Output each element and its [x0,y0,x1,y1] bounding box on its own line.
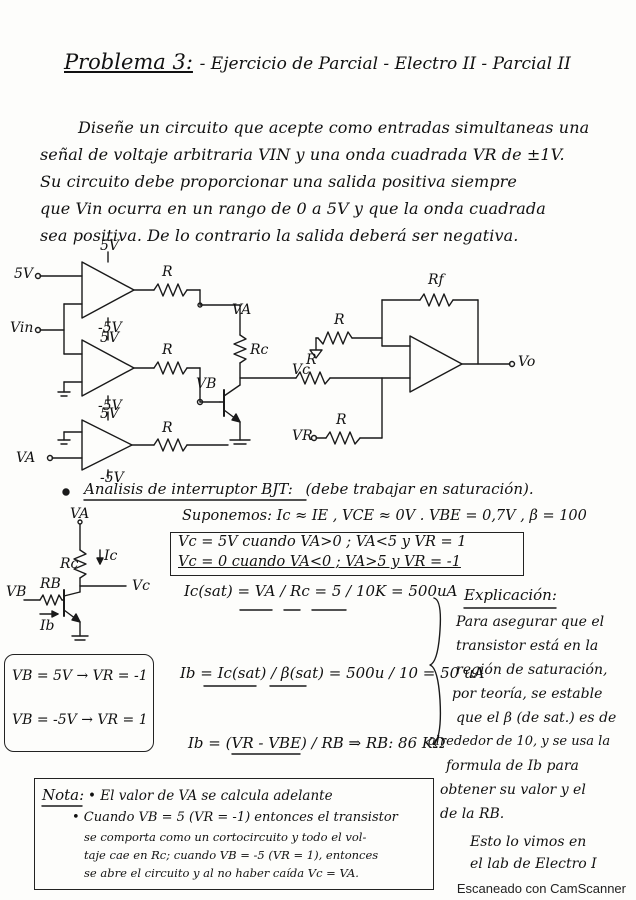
bjt-label-ib: Ib [40,618,55,634]
conditions-box [170,532,524,576]
resistor-rf [419,293,454,307]
explicacion-line: por teoría, se estable [452,686,603,702]
statement-line-4: que Vin ocurra en un rango de 0 a 5V y q… [40,199,546,218]
resistor-r2 [153,361,188,375]
statement-line-1: Diseñe un circuito que acepte como entra… [78,118,590,137]
explicacion-line: formula de Ib para [446,758,579,774]
label-sat-bot-2: -5V [98,398,122,414]
nota-line: • El valor de VA se calcula adelante [88,788,333,804]
bjt-label-ic: Ic [104,548,118,564]
label-r3: R [162,420,173,436]
label-r2: R [162,342,173,358]
explicacion-line: obtener su valor y el [440,782,586,798]
nota-label: Nota: [42,786,85,804]
page-title: Problema 3: - Ejercicio de Parcial - Ele… [64,50,571,74]
explicacion-line: el lab de Electro I [470,856,597,872]
equation-ib: Ib = Ic(sat) / β(sat) = 500u / 10 = 50 u… [180,664,485,682]
analysis-heading-text: Analisis de interruptor BJT: [84,480,293,498]
resistor-r3 [153,438,188,452]
vb-cases-box [4,654,154,752]
vb-case-2: VB = -5V → VR = 1 [12,712,148,728]
analysis-heading-note: (debe trabajar en saturación). [305,480,534,498]
label-sat-top-3-text: 5V [100,406,120,422]
vb-case-1: VB = 5V → VR = -1 [12,668,148,684]
label-sat-bot-3: -5V [100,470,124,486]
bjt-label-vb: VB [6,584,27,600]
label-va-node-text: VA [232,302,252,318]
title-text: Problema 3: [64,50,193,74]
suponemos-line: Suponemos: Ic ≈ IE , VCE ≈ 0V . VBE = 0,… [182,508,587,524]
scanner-watermark: Escaneado con CamScanner [456,881,626,896]
nota-line: taje cae en Rc; cuando VB = -5 (VR = 1),… [84,848,379,862]
opamp-2 [81,339,135,397]
label-vin: Vin [10,320,34,336]
label-rb: R [336,412,347,428]
condition-2: Vc = 0 cuando VA<0 ; VA>5 y VR = -1 [178,554,461,570]
explicacion-heading: Explicación: [464,586,557,604]
explicacion-line: alrededor de 10, y se usa la [428,734,611,749]
label-vb: VB [196,376,217,392]
label-5v-input: 5V [14,266,34,282]
label-vo: Vo [518,354,536,370]
condition-1: Vc = 5V cuando VA>0 ; VA<5 y VR = 1 [178,534,467,550]
explicacion-line: de la RB. [440,806,505,822]
analysis-heading: Analisis de interruptor BJT: (debe traba… [84,480,534,498]
label-va-input: VA [16,450,36,466]
bjt-label-rb: RB [40,576,61,592]
explicacion-line: región de saturación, [456,662,608,678]
label-rf: Rf [428,272,444,288]
resistor-r1 [153,283,188,297]
label-rc: Rc [250,342,269,358]
label-vr: VR [292,428,313,444]
explicacion-line: Para asegurar que el [456,614,605,630]
explicacion-line: transistor está en la [456,638,599,654]
statement-line-2: señal de voltaje arbitraria VIN y una on… [40,145,565,164]
equation-rb: Ib = (VR - VBE) / RB ⇒ RB: 86 KΩ [188,734,446,752]
subtitle-text: - Ejercicio de Parcial - Electro II - Pa… [199,54,571,74]
resistor-rb [325,431,361,445]
opamp-1 [81,261,135,319]
explicacion-line: que el β (de sat.) es de [456,710,617,726]
statement-line-5: sea positiva. De lo contrario la salida … [40,226,519,245]
resistor-rc-r [295,371,331,385]
resistor-rc-small [73,549,87,579]
label-r1: R [162,264,173,280]
nota-line: se abre el circuito y al no haber caída … [84,866,359,880]
resistor-rc [233,334,247,364]
explicacion-line: Esto lo vimos en [470,834,587,850]
bjt-label-va: VA [70,506,90,522]
opamp-summing [409,335,463,393]
label-rc-r: R [306,352,317,368]
bjt-label-vc: Vc [132,578,150,594]
nota-line: se comporta como un cortocircuito y todo… [84,830,367,844]
opamp-3 [81,419,133,471]
label-vc-node-text: Vc [292,362,310,378]
label-ra: R [334,312,345,328]
nota-line: • Cuando VB = 5 (VR = -1) entonces el tr… [72,810,398,825]
label-sat-bot-1: -5V [98,320,122,336]
bjt-label-rc: Rc [60,556,79,572]
label-sat-top-2-text: 5V [100,330,120,346]
statement-line-3: Su circuito debe proporcionar una salida… [40,172,517,191]
nota-box [34,778,434,890]
equation-ic-sat: Ic(sat) = VA / Rc = 5 / 10K = 500uA [184,582,458,600]
label-sat-top-1: 5V [100,238,120,254]
